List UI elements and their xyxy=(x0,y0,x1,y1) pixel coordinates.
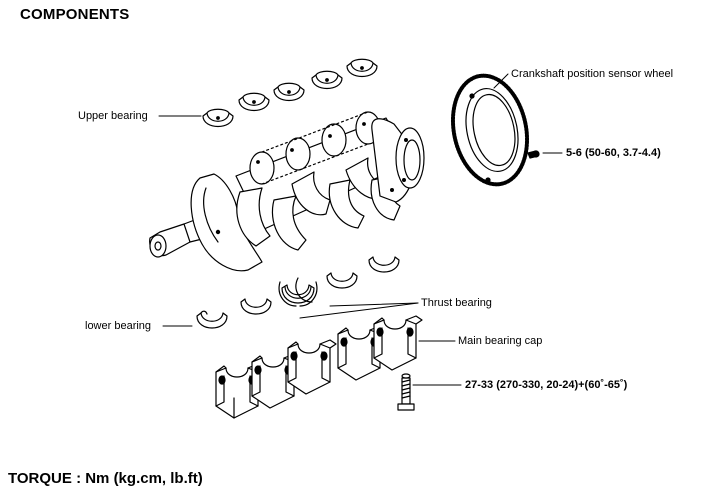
main-bearing-cap xyxy=(251,353,301,409)
upper-bearing-shell xyxy=(311,70,343,90)
lower-bearing-shell xyxy=(368,256,400,273)
upper-bearing-shell xyxy=(238,92,270,112)
thrust-bearing-shell xyxy=(295,277,313,303)
label-lower-bearing: lower bearing xyxy=(85,320,152,332)
lower-bearing-shells xyxy=(196,256,400,329)
upper-bearing-shells xyxy=(202,58,378,128)
leader-sensor-wheel xyxy=(493,73,509,89)
label-main-bearing-cap: Main bearing cap xyxy=(458,335,543,347)
wheel-bolt xyxy=(527,150,540,159)
label-crankshaft-position-sensor-wheel: Crankshaft position sensor wheel xyxy=(511,68,674,80)
label-wheel-bolt-torque: 5-6 (50-60, 3.7-4.4) xyxy=(566,147,661,159)
torque-units-note: TORQUE : Nm (kg.cm, lb.ft) xyxy=(8,470,203,487)
crankshaft xyxy=(149,111,425,272)
thrust-bearing-shell xyxy=(278,281,318,307)
upper-bearing-shell xyxy=(202,108,234,128)
label-thrust-bearing: Thrust bearing xyxy=(421,297,492,309)
leader-lines xyxy=(158,73,563,386)
main-bearing-caps xyxy=(215,315,423,419)
label-cap-bolt-torque: 27-33 (270-330, 20-24)+(60˚-65˚) xyxy=(465,379,628,391)
lower-bearing-shell xyxy=(240,298,272,315)
leader-thrust-bearing-1 xyxy=(299,302,419,319)
main-bearing-cap xyxy=(373,315,423,371)
leader-thrust-bearing-2 xyxy=(329,302,419,307)
lower-bearing-shell xyxy=(196,310,228,329)
lower-bearing-shell xyxy=(326,272,358,289)
sensor-wheel xyxy=(450,73,530,187)
upper-bearing-shell xyxy=(346,58,378,78)
page-title: COMPONENTS xyxy=(20,6,130,23)
main-bearing-cap xyxy=(287,339,337,395)
label-upper-bearing: Upper bearing xyxy=(78,110,148,122)
cap-bolt xyxy=(397,373,415,411)
upper-bearing-shell xyxy=(273,82,305,102)
